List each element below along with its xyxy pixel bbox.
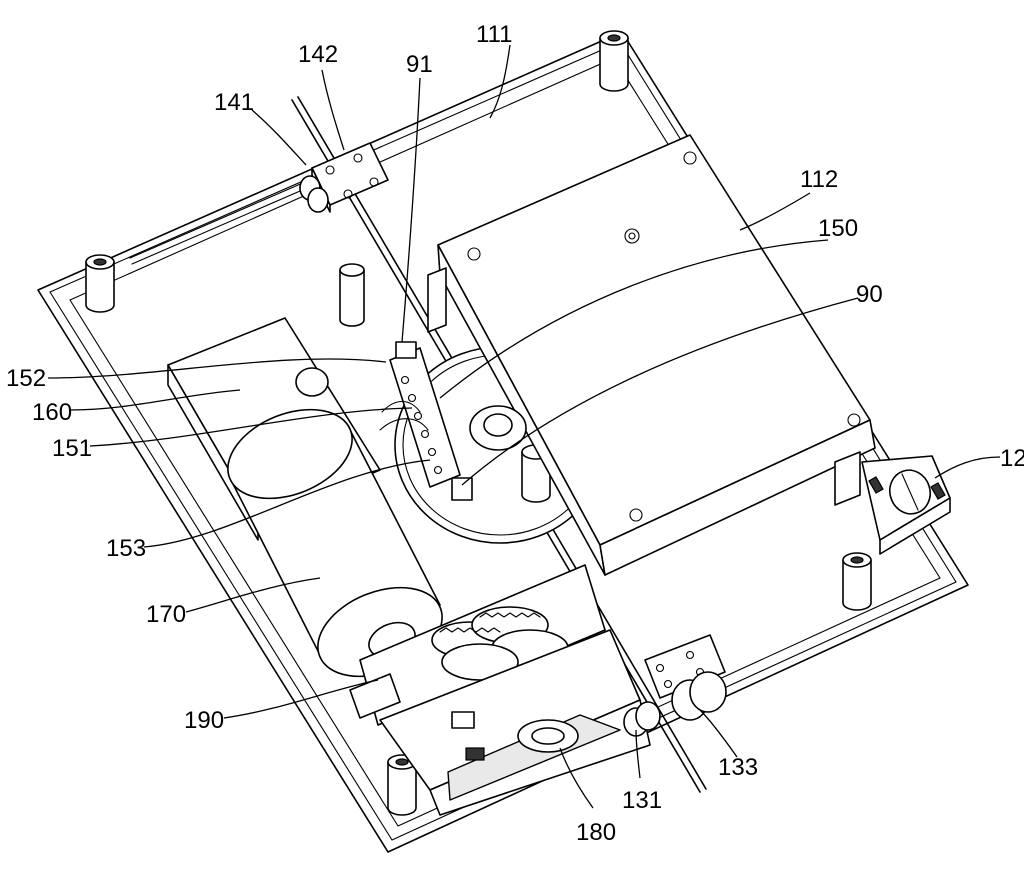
label-151: 151 xyxy=(52,435,92,462)
terminal-strip xyxy=(379,341,473,501)
gearbox-housing xyxy=(379,629,651,816)
hub xyxy=(469,405,527,451)
label-153: 153 xyxy=(106,535,146,562)
corner-boss xyxy=(387,754,417,816)
label-141: 141 xyxy=(214,89,254,116)
label-91: 91 xyxy=(406,51,433,78)
corner-boss xyxy=(842,552,872,611)
label-160: 160 xyxy=(32,399,72,426)
label-120: 120 xyxy=(1000,445,1024,472)
label-112: 112 xyxy=(800,166,838,193)
label-150: 150 xyxy=(818,215,858,242)
label-131: 131 xyxy=(622,787,662,814)
roller-131 xyxy=(623,701,661,737)
main-housing-box xyxy=(427,134,876,576)
roller-133 xyxy=(671,671,727,721)
leader-lines xyxy=(47,44,1001,809)
label-133: 133 xyxy=(718,754,758,781)
corner-boss xyxy=(599,30,629,92)
corner-boss xyxy=(85,254,115,313)
gear-plate-190 xyxy=(349,673,401,719)
label-152: 152 xyxy=(6,365,46,392)
label-90: 90 xyxy=(856,281,883,308)
label-190: 190 xyxy=(184,707,224,734)
label-111: 111 xyxy=(476,21,512,48)
reference-labels: 111 142 91 141 112 150 90 152 160 151 12… xyxy=(6,21,1024,846)
label-180: 180 xyxy=(576,819,616,846)
gear-train xyxy=(359,564,606,726)
side-clip-120 xyxy=(861,455,951,555)
label-170: 170 xyxy=(146,601,186,628)
roller-141 xyxy=(299,175,329,213)
label-142: 142 xyxy=(298,41,338,68)
